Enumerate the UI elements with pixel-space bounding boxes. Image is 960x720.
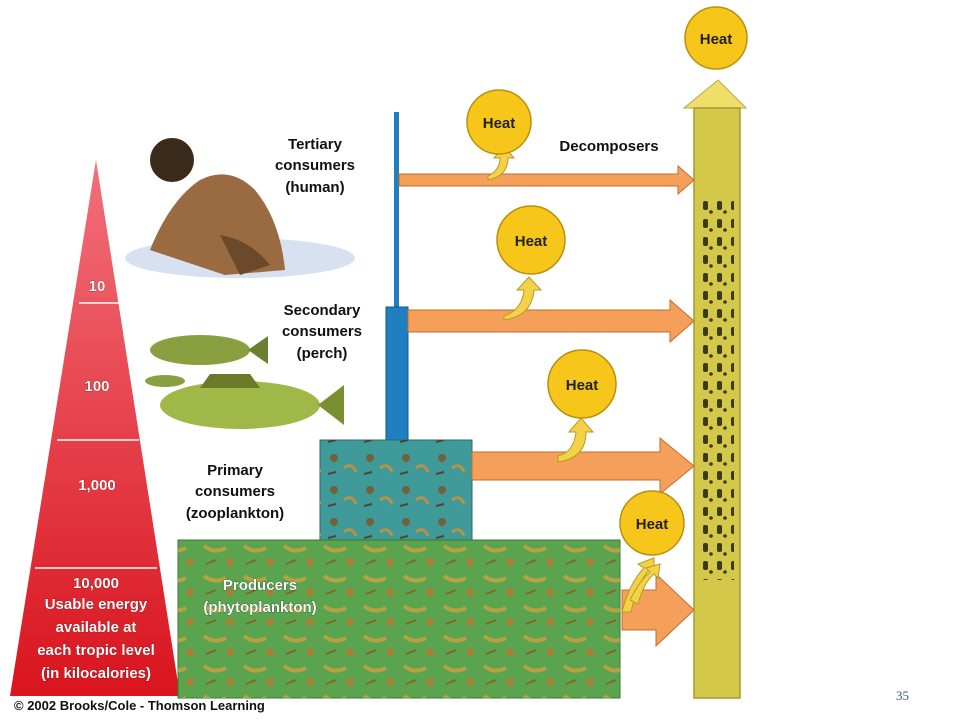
arrow-secondary	[407, 298, 695, 344]
trophic-labels: Tertiary consumers (human) Secondary con…	[186, 136, 659, 616]
pyramid-base-line-2: Usable energy	[45, 596, 148, 613]
heat-label-top: Heat	[700, 31, 733, 48]
heat-circle-producers	[619, 490, 685, 556]
secondary-label-line-2: consumers	[282, 323, 362, 340]
heat-arrows	[487, 145, 661, 613]
energy-stem-bottom	[385, 306, 409, 448]
decomposers-label: Decomposers	[559, 138, 658, 155]
heat-circle-top	[684, 6, 748, 70]
heat-circle-secondary	[496, 205, 566, 275]
heat-label-secondary: Heat	[515, 233, 548, 250]
secondary-label-line-1: Secondary	[284, 302, 361, 319]
energy-stem-top	[394, 112, 399, 307]
producers-label-line-2: (phytoplankton)	[203, 599, 316, 616]
pyramid-base-line-5: (in kilocalories)	[41, 665, 151, 682]
pyramid-level-100: 100	[84, 378, 109, 395]
arrow-primary	[471, 436, 695, 496]
secondary-label-line-3: (perch)	[297, 345, 348, 362]
pyramid-shape	[10, 160, 180, 696]
tertiary-label-line-3: (human)	[285, 179, 344, 196]
pyramid-base-line-1: 10,000	[73, 575, 119, 592]
tertiary-label-line-1: Tertiary	[288, 136, 343, 153]
heat-label-tertiary: Heat	[483, 115, 516, 132]
primary-label-line-3: (zooplankton)	[186, 505, 284, 522]
primary-label-line-2: consumers	[195, 483, 275, 500]
decomposer-column	[682, 79, 748, 699]
energy-pyramid: 10 100 1,000 10,000 Usable energy availa…	[10, 160, 180, 696]
human-illustration	[125, 138, 355, 278]
tertiary-label-line-2: consumers	[275, 157, 355, 174]
slide-number: 35	[896, 688, 909, 703]
copyright-credit: © 2002 Brooks/Cole - Thomson Learning	[14, 698, 265, 713]
producers-label-line-1: Producers	[223, 577, 297, 594]
heat-circles: Heat Heat Heat Heat Heat	[466, 6, 748, 556]
heat-circle-tertiary	[466, 89, 532, 155]
arrow-tertiary	[398, 164, 695, 196]
pyramid-base-line-3: available at	[56, 619, 137, 636]
pyramid-level-1000: 1,000	[78, 477, 116, 494]
heat-label-producers: Heat	[636, 516, 669, 533]
pyramid-base-line-4: each tropic level	[37, 642, 155, 659]
pyramid-level-10: 10	[89, 278, 106, 295]
perch-illustration	[145, 335, 344, 429]
primary-label-line-1: Primary	[207, 462, 264, 479]
heat-label-primary: Heat	[566, 377, 599, 394]
heat-circle-primary	[547, 349, 617, 419]
